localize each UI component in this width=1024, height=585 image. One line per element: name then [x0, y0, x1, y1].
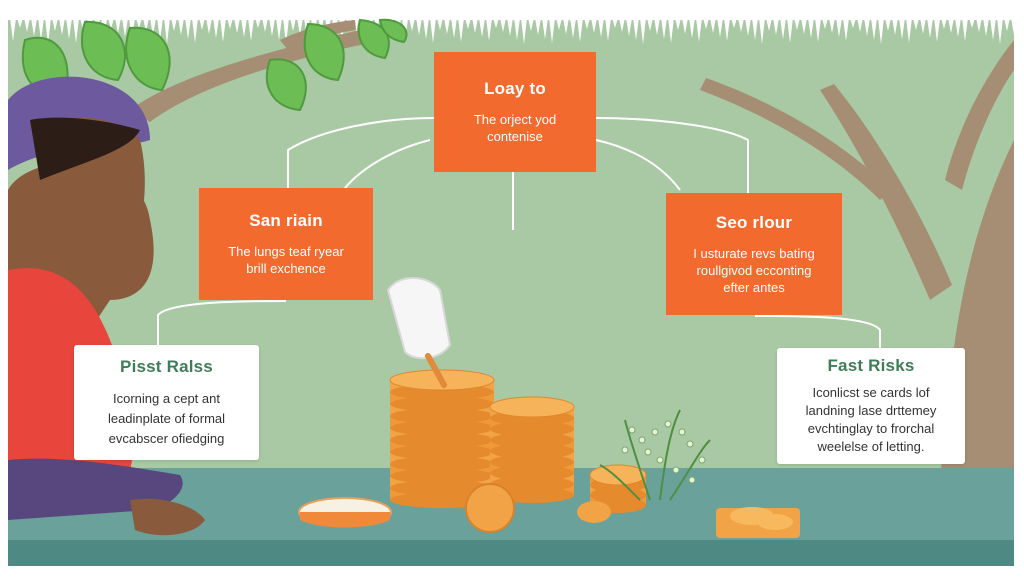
card-right-line-4: weelelse of letting.	[817, 439, 925, 454]
coin-stack-medium	[489, 396, 575, 503]
node-left-line-2: brill exchence	[246, 261, 326, 276]
node-top-title: Loay to	[484, 79, 546, 98]
node-right-title: Seo rlour	[715, 212, 793, 232]
node-right: Seo rlour I usturate revs bating roullgi…	[666, 193, 842, 315]
single-coin	[577, 501, 611, 523]
card-right: Fast Risks Iconlicst se cards lof landni…	[777, 348, 965, 464]
coin-stacks	[298, 369, 800, 538]
leaves	[21, 18, 408, 112]
card-right-line-1: Iconlicst se cards lof	[812, 385, 930, 400]
rolling-coin	[465, 483, 515, 533]
node-top: Loay to The orject yod contenise	[434, 52, 596, 172]
card-left-line-1: Icorning a cept ant	[113, 390, 220, 406]
node-right-line-1: I usturate revs bating	[693, 245, 815, 261]
coin-stack-small	[589, 464, 647, 513]
card-right-line-3: evchtinglay to frorchal	[807, 421, 935, 436]
node-right-line-2: roullgivod ecconting	[696, 262, 812, 278]
card-left-line-2: leadinplate of formal	[107, 410, 226, 426]
node-top-line-2: contenise	[487, 129, 543, 144]
node-left-line-1: The lungs teaf ryear	[228, 244, 344, 259]
card-left: Pisst Ralss Icorning a cept ant leadinpl…	[74, 345, 259, 460]
node-left: San riain The lungs teaf ryear brill exc…	[199, 188, 373, 300]
connector-lines	[157, 117, 881, 348]
table-edge	[8, 540, 1014, 566]
fringe-spikes	[10, 18, 1017, 44]
node-top-line-1: The orject yod	[473, 112, 557, 127]
node-right-line-3: efter antes	[723, 279, 785, 295]
node-left-title: San riain	[249, 211, 323, 230]
person-illustration	[8, 76, 205, 536]
flower-plant	[599, 409, 711, 501]
coin-stack-tall	[389, 369, 495, 508]
paper-cup	[386, 276, 452, 388]
card-left-line-3: evcabscer ofiedging	[108, 430, 225, 446]
card-right-line-2: landning lase drttemey	[805, 403, 937, 418]
card-right-title: Fast Risks	[827, 356, 915, 375]
card-left-title: Pisst Ralss	[120, 356, 213, 376]
